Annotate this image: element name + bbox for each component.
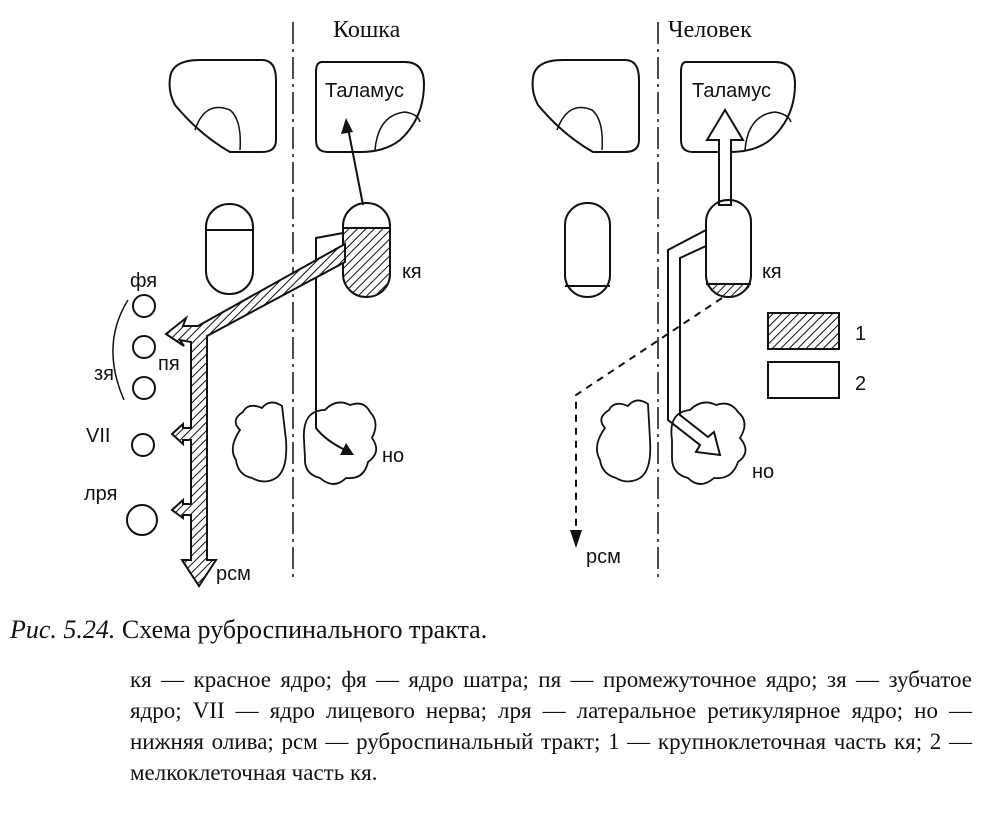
cat-thalamus-label: Таламус bbox=[325, 80, 404, 102]
human-left-olive bbox=[596, 399, 652, 483]
cat-vii-nucleus bbox=[131, 433, 155, 457]
human-right-red-nucleus bbox=[705, 199, 752, 298]
cat-fya-nucleus bbox=[132, 294, 156, 318]
human-no-label: но bbox=[752, 461, 774, 483]
cat-rsm-label: рсм bbox=[216, 563, 251, 585]
cat-right-thalamus bbox=[315, 61, 426, 153]
legend-label-1: 1 bbox=[855, 323, 866, 345]
human-rubrospinal-tract-dashed bbox=[575, 297, 723, 530]
cat-vii-label: VII bbox=[86, 425, 110, 447]
cat-pya-label: пя bbox=[158, 353, 180, 375]
human-olive-tract bbox=[667, 228, 722, 457]
cat-left-olive bbox=[231, 401, 288, 483]
cat-panel: Кошка Таламус кя но рсм bbox=[84, 17, 426, 588]
human-thalamus-label: Таламус bbox=[692, 80, 771, 102]
cat-right-olive bbox=[302, 401, 378, 485]
cat-ky-label: кя bbox=[402, 261, 422, 283]
human-panel: Человек Таламус кя рсм но 1 2 bbox=[531, 17, 866, 578]
cat-zya-nucleus bbox=[132, 376, 156, 400]
cat-lrya-nucleus bbox=[126, 504, 158, 536]
cat-right-red-nucleus-hatched bbox=[343, 228, 390, 297]
cat-thalamus-arrow bbox=[347, 127, 364, 206]
cat-title: Кошка bbox=[333, 17, 401, 43]
cat-olive-tract bbox=[315, 232, 346, 451]
cat-fya-label: фя bbox=[130, 270, 157, 292]
legend-hatched-box bbox=[767, 312, 840, 350]
human-rsm-label: рсм bbox=[586, 546, 621, 568]
cat-rubrospinal-tract bbox=[164, 242, 346, 588]
figure-legend-text: кя — красное ядро; фя — ядро шатра; пя —… bbox=[130, 667, 972, 785]
human-right-thalamus bbox=[680, 61, 797, 153]
human-left-red-nucleus bbox=[564, 202, 611, 298]
human-ky-label: кя bbox=[762, 261, 782, 283]
cat-left-red-nucleus bbox=[205, 203, 254, 295]
legend-label-2: 2 bbox=[855, 373, 866, 395]
cat-pya-nucleus bbox=[132, 335, 156, 359]
figure-number: Рис. 5.24. bbox=[10, 615, 116, 644]
cat-left-thalamus bbox=[168, 59, 277, 153]
human-left-thalamus bbox=[531, 59, 640, 153]
human-thalamus-arrow bbox=[705, 108, 745, 206]
cat-cerebellar-bracket bbox=[112, 299, 129, 401]
cat-no-label: но bbox=[382, 445, 404, 467]
figure-caption: Рис. 5.24. Схема руброспинального тракта… bbox=[10, 615, 980, 645]
figure-title: Схема руброспинального тракта. bbox=[121, 615, 488, 644]
legend-plain-box bbox=[767, 361, 840, 399]
human-right-olive bbox=[670, 401, 747, 485]
cat-lrya-label: лря bbox=[84, 483, 117, 505]
cat-zya-label: зя bbox=[94, 363, 114, 385]
human-title: Человек bbox=[668, 17, 752, 43]
rubrospinal-tract-diagram: Кошка Таламус кя но рсм bbox=[84, 17, 866, 588]
human-right-red-nucleus-hatched bbox=[707, 284, 750, 296]
